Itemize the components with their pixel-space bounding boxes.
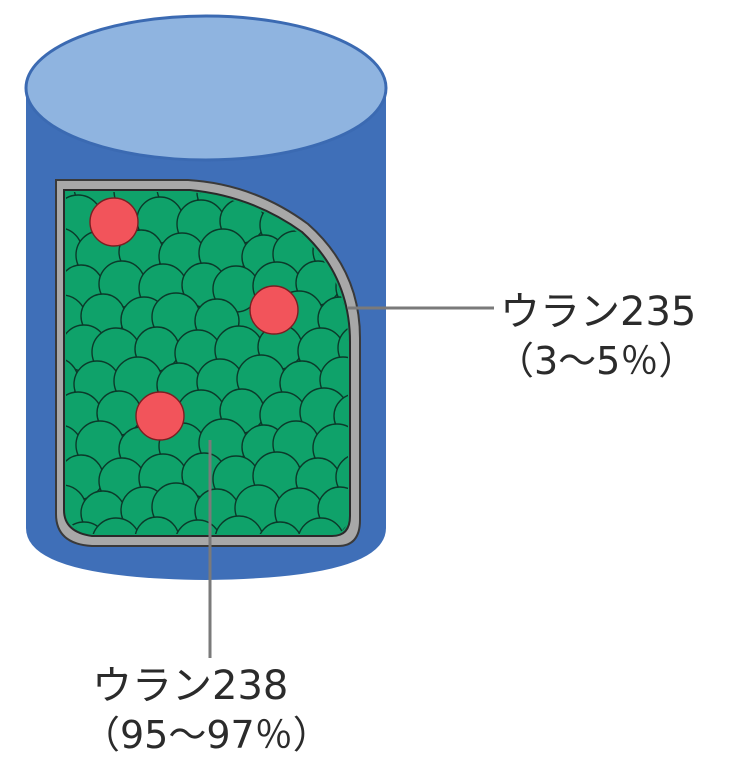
u238-pellet	[257, 521, 303, 534]
cylinder-top	[24, 14, 388, 162]
u235-name: ウラン235	[500, 289, 697, 335]
u238-name: ウラン238	[92, 663, 289, 709]
u238-pellet	[91, 517, 141, 534]
u238-percentage: （95～97％）	[82, 713, 331, 757]
u238-pellet	[337, 323, 348, 373]
u238-pellet	[134, 516, 180, 534]
u235-percentage: （3～5％）	[496, 339, 697, 383]
u235-pellet	[135, 391, 185, 441]
u238-label: ウラン238 （95～97％）	[82, 663, 331, 754]
u235-pellet	[89, 197, 139, 247]
u238-pellet	[297, 517, 345, 534]
u235-label: ウラン235 （3～5％）	[496, 289, 697, 380]
u238-pellet	[214, 515, 264, 534]
u235-pellet	[249, 285, 299, 335]
